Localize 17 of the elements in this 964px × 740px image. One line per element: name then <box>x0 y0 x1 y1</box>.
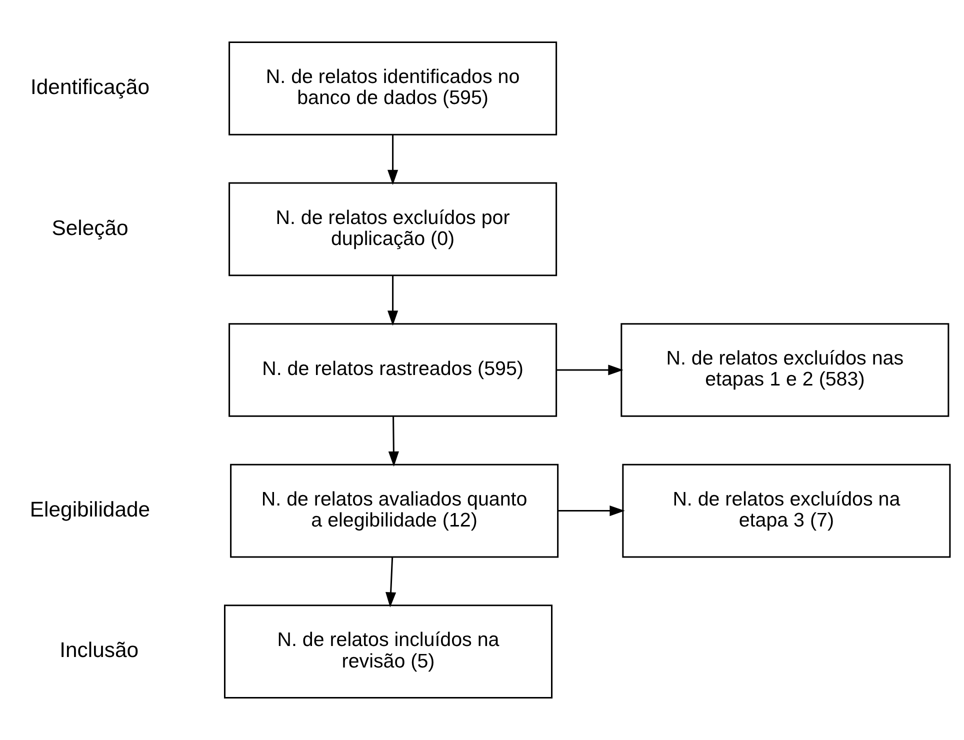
node-box: N. de relatos identificados no banco de dados (595) <box>228 41 557 136</box>
label: Seleção <box>51 216 128 240</box>
node-box: N. de relatos rastreados (595) <box>228 323 557 417</box>
node-box: N. de relatos excluídos nas etapas 1 e 2 (583) <box>620 323 949 417</box>
label: Inclusão <box>59 639 138 662</box>
arrow <box>386 275 398 326</box>
node-box: N. de relatos excluídos por duplicação (0) <box>228 182 557 276</box>
arrow <box>385 557 396 608</box>
arrow <box>557 506 624 516</box>
label: Identificação <box>30 76 149 99</box>
arrow <box>556 364 623 376</box>
arrow <box>386 134 398 185</box>
node-box: N. de relatos excluídos na etapa 3 (7) <box>622 464 950 558</box>
node-box: N. de relatos avaliados quanto a elegibilidade (12) <box>230 464 558 558</box>
label: Elegibilidade <box>29 498 150 522</box>
arrow <box>388 416 398 467</box>
node-box: N. de relatos incluídos na revisão (5) <box>223 604 552 699</box>
